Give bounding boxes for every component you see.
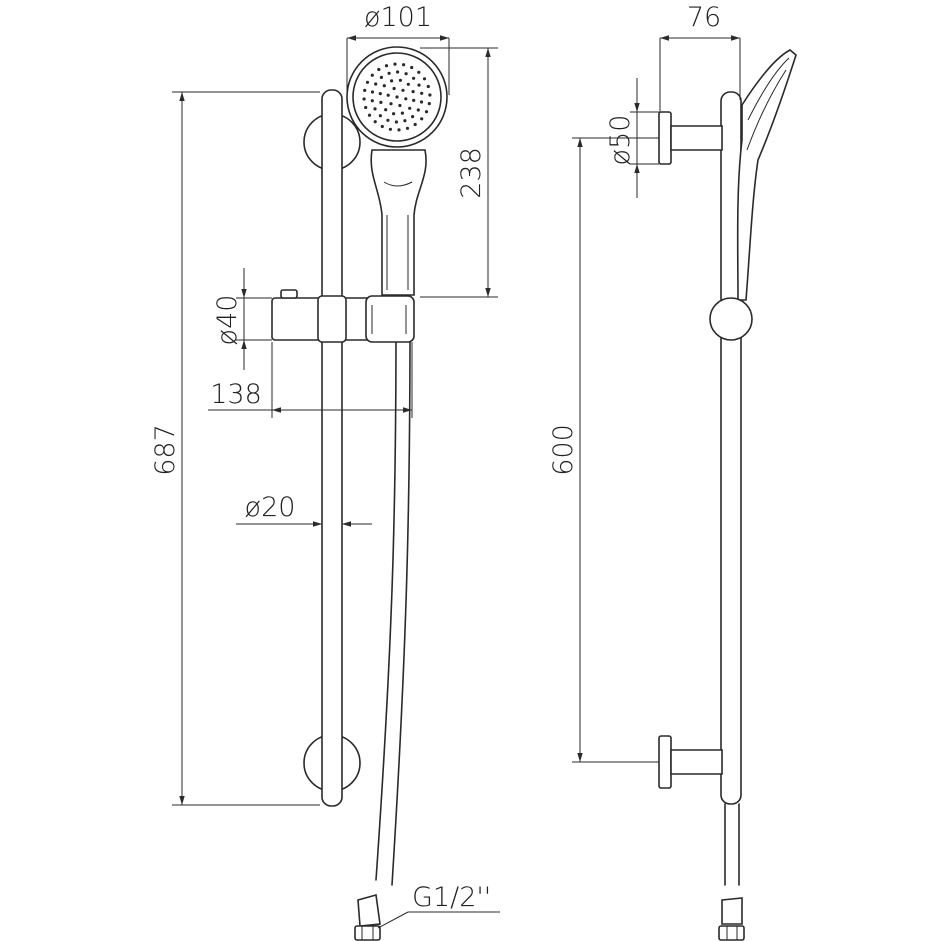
nozzle [412, 98, 416, 102]
dim-bracket-spacing: 600 [548, 137, 659, 763]
dim-bar-length: 687 [150, 91, 320, 806]
dim-projection: 138 [208, 342, 413, 418]
nozzle [390, 79, 394, 83]
slider-diameter-label: ø40 [212, 295, 243, 346]
nozzle [393, 62, 397, 66]
nozzle [403, 119, 407, 123]
head-diameter-label: ø101 [364, 2, 432, 33]
nozzle [382, 84, 386, 88]
nozzle [386, 118, 390, 122]
nozzle [374, 82, 378, 86]
nozzle [388, 127, 392, 131]
nozzle [380, 124, 384, 129]
nozzle [412, 76, 416, 80]
bar-length-label: 687 [150, 424, 181, 476]
nozzle [395, 95, 399, 99]
nozzle [416, 108, 420, 112]
nozzle [370, 99, 374, 103]
nozzle [419, 100, 424, 104]
nozzle [373, 107, 377, 111]
nozzle [406, 82, 410, 86]
side-slider [709, 297, 753, 341]
nozzle [389, 102, 393, 106]
nozzle [413, 122, 417, 127]
nozzle [405, 126, 410, 130]
nozzle [427, 102, 431, 106]
nozzle [384, 64, 389, 68]
side-connector [718, 897, 745, 941]
nozzle [404, 72, 408, 76]
nozzle [417, 70, 421, 74]
dim-connection: G1/2'' [377, 882, 500, 929]
bracket-spacing-label: 600 [548, 424, 579, 476]
nozzle [379, 100, 383, 104]
nozzle-pattern [362, 62, 432, 132]
nozzle [379, 75, 383, 79]
nozzle [398, 103, 402, 108]
nozzle [428, 93, 432, 97]
nozzle [377, 67, 381, 72]
depth-label: 76 [687, 2, 721, 33]
nozzle [386, 93, 390, 97]
connection-label: G1/2'' [412, 882, 491, 913]
nozzle [378, 114, 382, 118]
nozzle [404, 97, 408, 101]
front-view: ø101 238 687 ø40 [150, 2, 500, 941]
side-hose [724, 803, 740, 886]
nozzle [365, 80, 370, 84]
projection-label: 138 [210, 379, 262, 410]
dim-slider-diameter: ø40 [212, 268, 272, 370]
hand-shower [346, 46, 448, 296]
nozzle [420, 91, 424, 95]
nozzle [394, 120, 398, 124]
nozzle [424, 110, 429, 114]
nozzle [396, 70, 400, 74]
slider-holder [271, 289, 415, 343]
head-height-label: 238 [456, 147, 487, 199]
nozzle [402, 63, 406, 67]
nozzle [363, 88, 367, 92]
nozzle [422, 77, 427, 81]
side-rail [720, 91, 742, 805]
nozzle [367, 113, 372, 117]
nozzle [426, 84, 430, 89]
nozzle [378, 92, 382, 96]
nozzle [373, 120, 377, 124]
nozzle [370, 73, 374, 77]
nozzle [364, 105, 368, 110]
nozzle [400, 111, 404, 115]
nozzle [411, 115, 415, 119]
nozzle [397, 128, 401, 132]
side-upper-bracket [658, 111, 723, 165]
shower-rail [321, 89, 343, 807]
bracket-diameter-label: ø50 [605, 115, 636, 166]
dim-head-diameter: ø101 [346, 2, 450, 95]
side-view: 76 ø50 600 [548, 2, 797, 941]
nozzle [362, 97, 366, 101]
dim-head-height: 238 [420, 47, 498, 298]
nozzle [401, 88, 405, 92]
side-lower-bracket [658, 735, 723, 789]
hose-connector [354, 893, 381, 941]
shower-hose [375, 329, 411, 886]
nozzle [417, 83, 421, 87]
nozzle [410, 65, 414, 70]
dim-bar-diameter: ø20 [236, 492, 372, 527]
nozzle [398, 78, 402, 82]
nozzle [392, 112, 396, 116]
side-hand-shower [736, 49, 797, 301]
nozzle [392, 86, 396, 91]
dim-bracket-diameter: ø50 [605, 78, 659, 198]
nozzle [387, 71, 391, 75]
nozzle [408, 106, 412, 110]
nozzle [411, 90, 415, 94]
dim-depth: 76 [659, 2, 741, 112]
nozzle [370, 90, 375, 94]
nozzle [420, 117, 424, 121]
nozzle [384, 108, 388, 112]
bar-diameter-label: ø20 [245, 492, 296, 523]
